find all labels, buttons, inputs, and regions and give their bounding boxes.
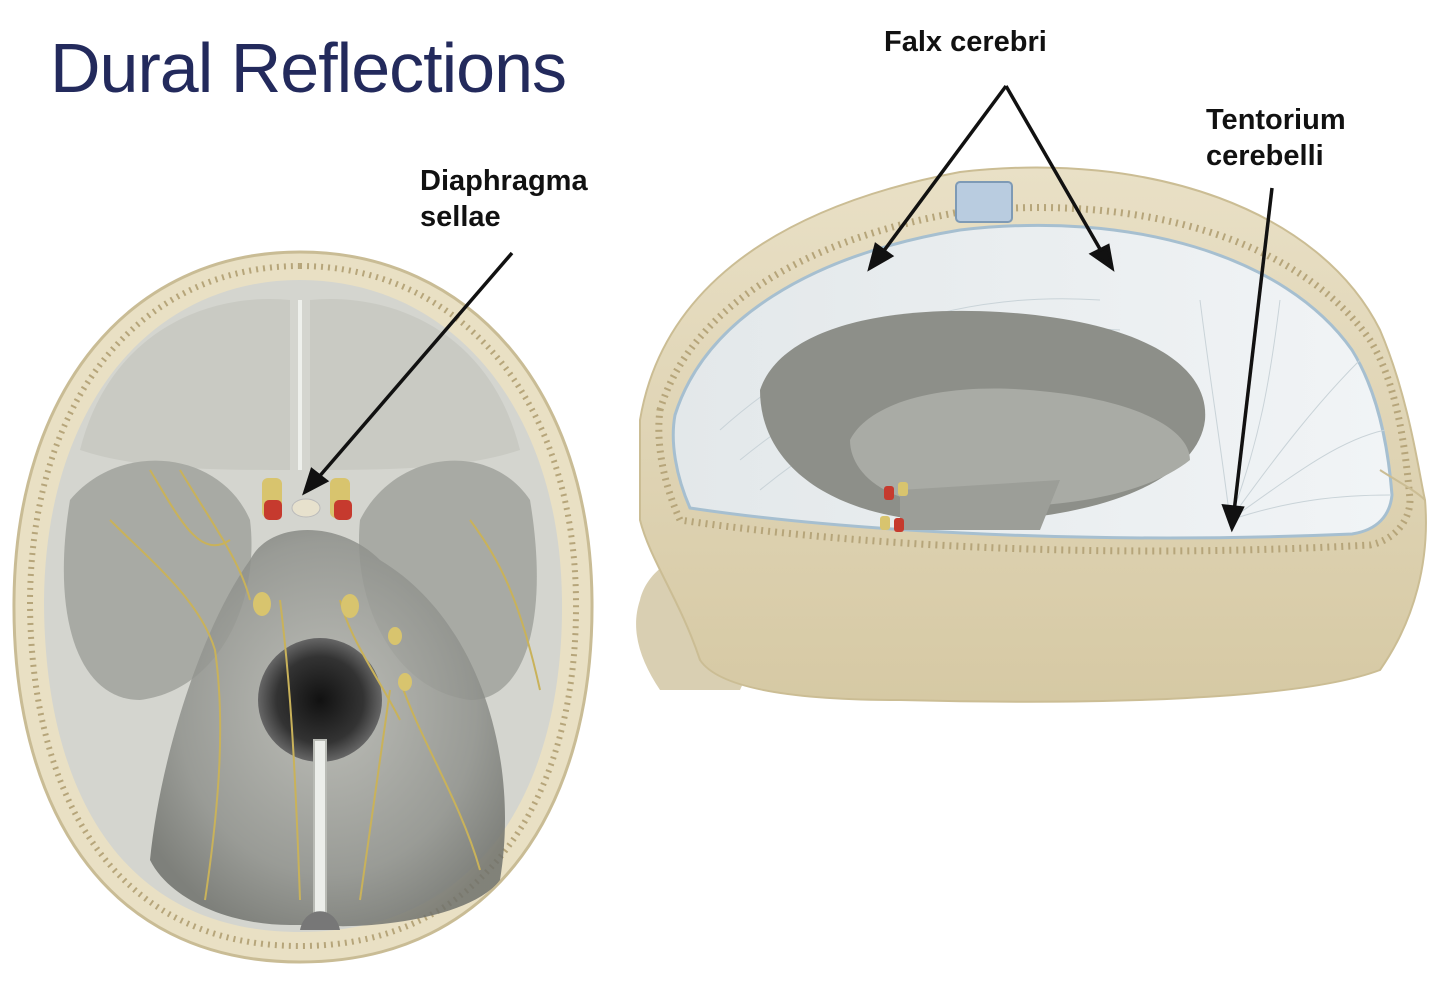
- label-pointers: [302, 84, 1274, 533]
- label-tentorium-cerebelli: Tentorium cerebelli: [1206, 102, 1346, 174]
- label-tentorium-line1: Tentorium: [1206, 104, 1346, 136]
- slide-title: Dural Reflections: [50, 29, 567, 107]
- label-diaphragma-sellae: Diaphragma sellae: [420, 163, 588, 235]
- open-skull-view: [636, 166, 1427, 703]
- label-diaphragma-line2: sellae: [420, 201, 501, 233]
- label-diaphragma-line1: Diaphragma: [420, 165, 588, 197]
- label-falx-cerebri: Falx cerebri: [884, 26, 1047, 58]
- label-tentorium-line2: cerebelli: [1206, 140, 1324, 172]
- cranial-base-view: [12, 250, 594, 964]
